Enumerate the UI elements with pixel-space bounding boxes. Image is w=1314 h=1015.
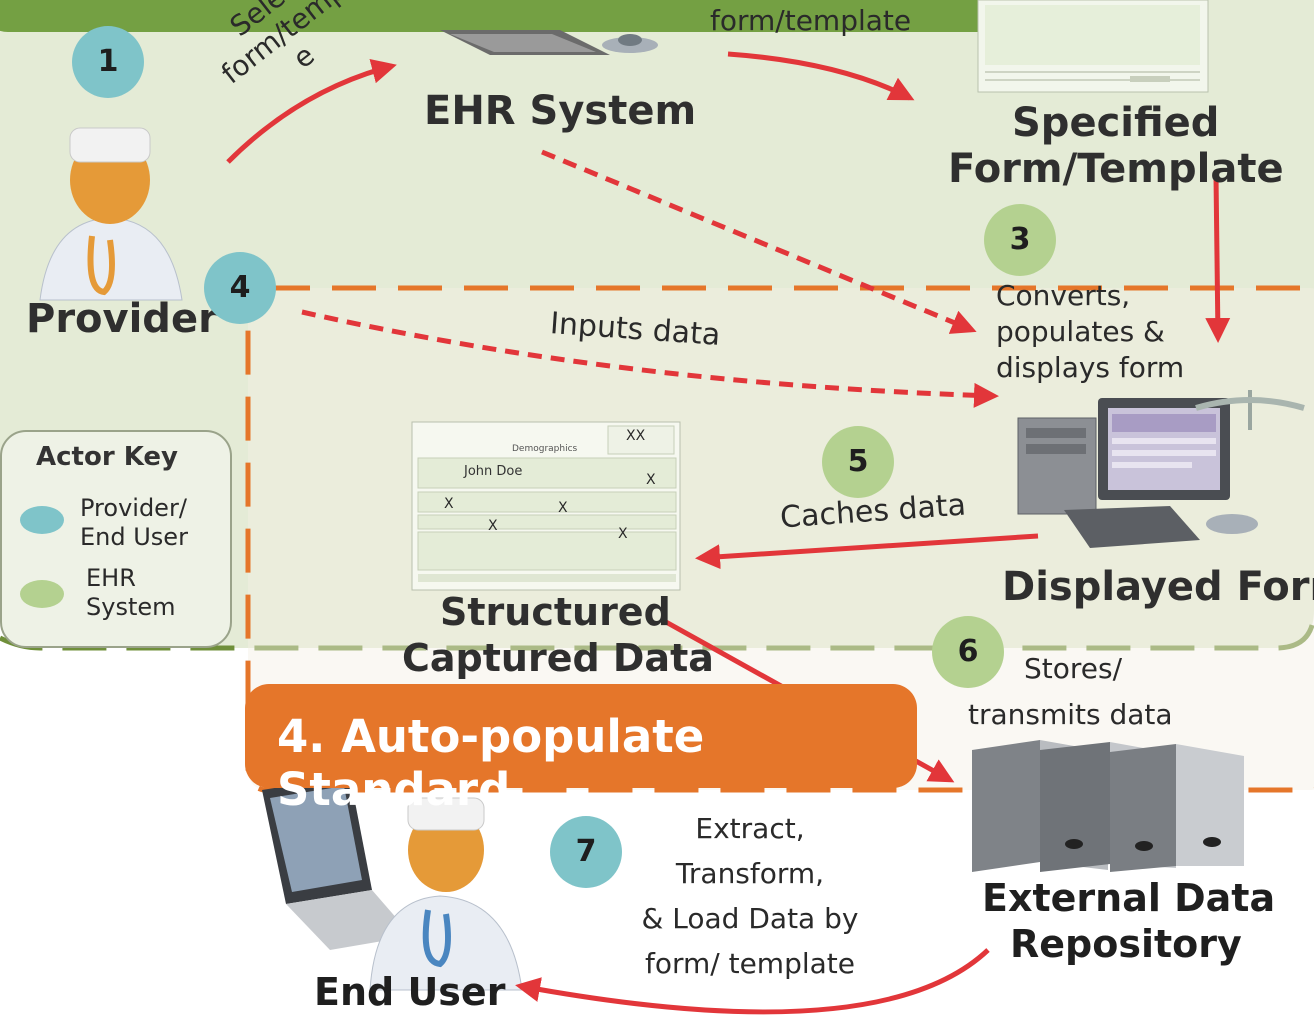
- structured-label-line1: Structured: [440, 590, 671, 634]
- form-template-top-label: form/template: [710, 4, 912, 37]
- server-rack-image: [972, 740, 1244, 872]
- ehr-key-swatch: [20, 580, 64, 608]
- end-user-figure-image: [262, 776, 523, 991]
- form-mark-1: XX: [626, 428, 646, 444]
- specified-label-line2: Form/Template: [948, 146, 1284, 192]
- converts-line1: Converts,: [996, 279, 1131, 312]
- specified-label-line1: Specified: [1012, 100, 1220, 146]
- external-label-line2: Repository: [1010, 922, 1242, 966]
- converts-label: Converts, populates & displays form: [996, 278, 1184, 386]
- arrow-inputs-data: [301, 309, 999, 408]
- step-6-badge: 6: [932, 616, 1004, 688]
- form-mark-6: X: [618, 526, 628, 542]
- converts-line2: populates &: [996, 315, 1165, 348]
- displayed-form-label: Displayed Form: [1002, 564, 1314, 610]
- extract-line1: Extract,: [695, 812, 805, 845]
- arrow-ehr-converts: [541, 149, 977, 334]
- converts-line3: displays form: [996, 351, 1185, 384]
- ehr-system-label: EHR System: [424, 88, 697, 134]
- extract-load-label: Extract, Transform, & Load Data by form/…: [632, 806, 868, 986]
- end-user-label: End User: [314, 970, 506, 1014]
- form-mark-5: X: [488, 518, 498, 534]
- top-title-bar: [0, 0, 1080, 32]
- form-mark-4: X: [558, 500, 568, 516]
- auto-populate-banner: 4. Auto-populate Standard: [245, 684, 917, 816]
- provider-key-line1: Provider/: [80, 494, 187, 522]
- provider-key-line2: End User: [80, 523, 188, 551]
- actor-key-title: Actor Key: [36, 442, 178, 472]
- ehr-region: [0, 0, 1314, 648]
- arrow-form-template: [727, 51, 915, 101]
- auto-populate-region: [245, 285, 1314, 793]
- extract-line2: Transform,: [675, 857, 825, 890]
- stores-line1: Stores/: [1024, 652, 1123, 685]
- form-mark-2: X: [646, 472, 656, 488]
- form-mark-3: X: [444, 496, 454, 512]
- step-1-badge: 1: [72, 26, 144, 98]
- stores-line2: transmits data: [968, 698, 1173, 731]
- structured-data-image: [411, 421, 681, 591]
- arrow-select-form: [226, 58, 397, 164]
- arrow-caches-data: [695, 533, 1039, 570]
- displayed-form-computer-image: [1017, 390, 1305, 548]
- ehr-computer-image: [440, 30, 658, 55]
- provider-figure-image: [39, 127, 183, 301]
- step-7-badge: 7: [550, 816, 622, 888]
- step-3-badge: 3: [984, 204, 1056, 276]
- step-4-badge: 4: [204, 252, 276, 324]
- specified-form-image: [977, 0, 1209, 93]
- ehr-key-line1: EHR: [86, 564, 136, 592]
- ehr-key-label: EHR System: [86, 564, 176, 622]
- provider-key-swatch: [20, 506, 64, 534]
- arrow-extract-load: [515, 948, 990, 1015]
- arrow-template-to-display: [1205, 175, 1231, 343]
- banner-title: 4. Auto-populate Standard: [277, 710, 705, 816]
- extract-line3: & Load Data by: [641, 902, 859, 935]
- actor-key-legend: Actor Key Provider/ End User EHR System: [0, 430, 232, 648]
- form-section-title: Demographics: [512, 444, 578, 454]
- structured-label-line2: Captured Data: [402, 636, 714, 680]
- external-label-line1: External Data: [982, 876, 1276, 920]
- form-name-value: John Doe: [464, 464, 523, 479]
- provider-key-label: Provider/ End User: [80, 494, 188, 552]
- extract-line4: form/ template: [644, 947, 855, 980]
- ehr-key-line2: System: [86, 593, 176, 621]
- provider-label: Provider: [26, 296, 218, 342]
- step-5-badge: 5: [822, 426, 894, 498]
